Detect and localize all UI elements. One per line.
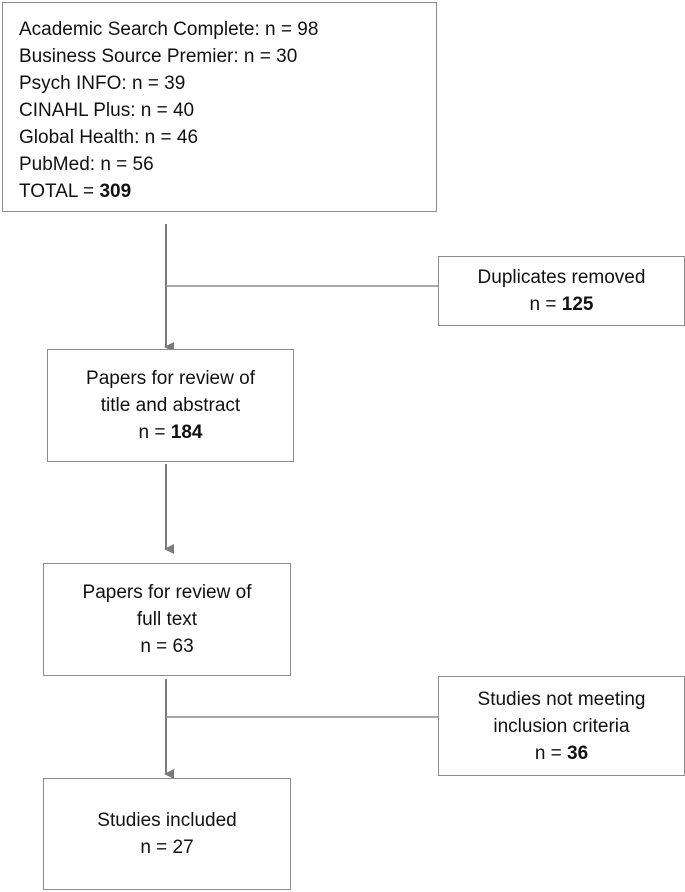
total-value: 309 (99, 181, 132, 202)
total-label: TOTAL = (19, 181, 100, 202)
excluded-line1: Studies not meeting (477, 688, 646, 710)
included-box: Studies included n = 27 (43, 778, 291, 890)
sources-box: Academic Search Complete: n = 98 Busines… (2, 2, 437, 212)
screening-line2: title and abstract (100, 395, 241, 416)
duplicates-count-prefix: n = (529, 294, 562, 315)
excluded-box: Studies not meeting inclusion criteria n… (438, 676, 685, 776)
included-title: Studies included (97, 810, 237, 831)
excluded-count: n = 36 (535, 740, 588, 767)
source-pubmed: PubMed: n = 56 (19, 154, 154, 175)
source-psych-info: Psych INFO: n = 39 (19, 73, 186, 94)
excluded-count-value: 36 (567, 742, 589, 764)
fulltext-box: Papers for review of full text n = 63 (43, 563, 291, 676)
duplicates-title: Duplicates removed (477, 267, 646, 288)
screening-line1: Papers for review of (86, 368, 255, 389)
source-business-source: Business Source Premier: n = 30 (19, 46, 298, 67)
fulltext-line1: Papers for review of (82, 582, 252, 603)
excluded-count-prefix: n = (534, 742, 568, 764)
source-global-health: Global Health: n = 46 (19, 127, 199, 148)
fulltext-line2: full text (136, 609, 198, 630)
screening-count: n = 184 (139, 419, 203, 446)
duplicates-count-value: 125 (561, 294, 594, 315)
excluded-line2: inclusion criteria (493, 715, 630, 737)
duplicates-count: n = 125 (530, 291, 594, 318)
screening-count-value: 184 (170, 422, 203, 443)
fulltext-count: n = 63 (140, 636, 194, 657)
duplicates-box: Duplicates removed n = 125 (438, 256, 685, 326)
sources-total: TOTAL = 309 (19, 178, 436, 205)
screening-box: Papers for review of title and abstract … (47, 349, 294, 462)
source-academic-search: Academic Search Complete: n = 98 (19, 19, 319, 40)
source-cinahl: CINAHL Plus: n = 40 (19, 100, 195, 121)
included-count: n = 27 (140, 837, 194, 858)
screening-count-prefix: n = (138, 422, 171, 443)
